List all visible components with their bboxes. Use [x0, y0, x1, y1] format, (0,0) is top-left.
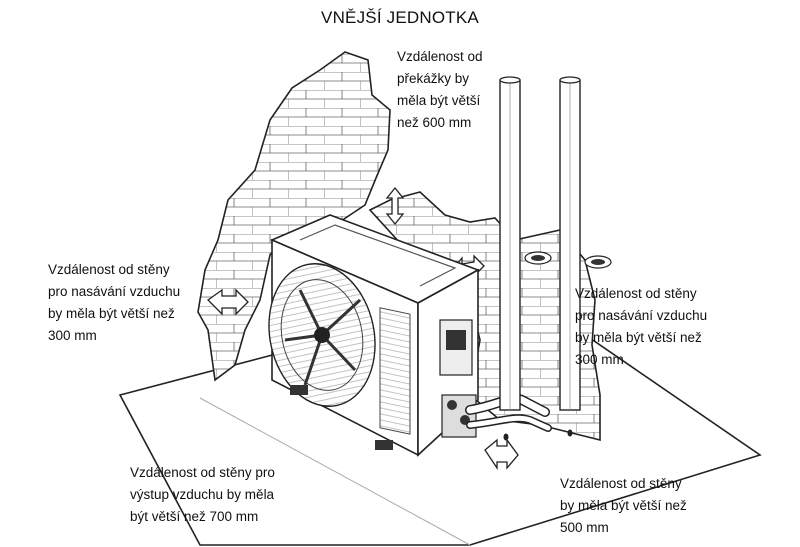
vertical-pipe-left: [499, 76, 552, 411]
outdoor-unit: [268, 214, 480, 457]
label-bottom-clearance: Vzdálenost od stěny by měla být větší ne…: [560, 476, 687, 535]
label-top-clearance: Vzdálenost od překážky by měla být větší…: [397, 49, 483, 130]
vertical-pipe-right: [559, 76, 612, 411]
label-front-clearance: Vzdálenost od stěny pro výstup vzduchu b…: [130, 465, 275, 524]
diagram-title: VNĚJŠÍ JEDNOTKA: [321, 8, 479, 27]
label-left-clearance: Vzdálenost od stěny pro nasávání vzduchu…: [48, 262, 181, 343]
arrow-left-clearance: [206, 288, 249, 316]
fan-grille: [268, 263, 376, 407]
arrow-top-clearance: [385, 186, 405, 226]
water-drips: [503, 429, 573, 441]
arrow-bottom-clearance: [484, 438, 519, 471]
label-right-clearance: Vzdálenost od stěny pro nasávání vzduchu…: [575, 286, 708, 367]
